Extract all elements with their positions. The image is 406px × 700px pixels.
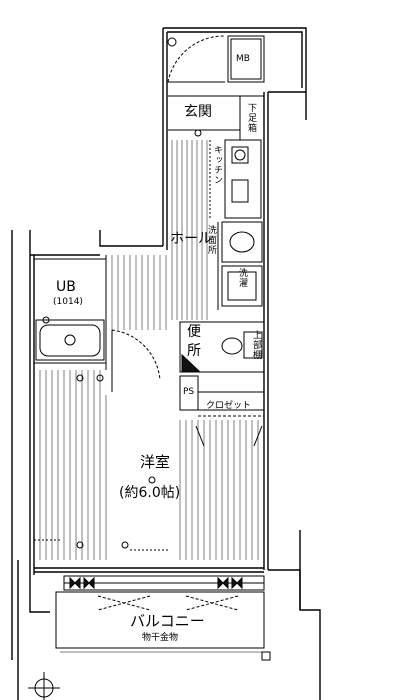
shelf-label: 上部棚 — [251, 330, 261, 360]
toilet-label-top: 便 — [187, 324, 201, 340]
laundry-pole-label: 物干金物 — [142, 633, 179, 643]
toilet-label-bottom: 所 — [187, 343, 201, 359]
western-room-flooring — [39, 370, 259, 560]
hall-label: ホール — [170, 231, 212, 247]
mb-label: MB — [236, 54, 250, 64]
washroom-label: 洗面所 — [206, 225, 216, 255]
north-compass-icon — [28, 672, 60, 700]
western-room-size-label: (約6.0帖) — [119, 485, 181, 501]
kitchen-label: キッチン — [212, 145, 222, 185]
closet-label: クロゼット — [206, 401, 252, 411]
getabako-label: 下足箱 — [246, 103, 256, 133]
room-outlets — [34, 374, 263, 551]
western-room-label: 洋室 — [140, 453, 171, 471]
ub-label: UB — [56, 279, 76, 295]
room-door — [111, 329, 161, 392]
ub-size-label: (1014) — [53, 297, 83, 307]
washroom-fixtures — [217, 221, 263, 310]
balcony-label: バルコニー — [130, 612, 205, 630]
entrance-door — [167, 35, 226, 83]
washer-label: 洗濯 — [237, 268, 247, 288]
genkan-label: 玄関 — [184, 104, 212, 120]
outer-walls — [11, 27, 321, 700]
unit-bath — [33, 255, 107, 370]
toilet-room — [179, 321, 265, 373]
kitchen-counter — [209, 139, 262, 219]
hall-flooring — [111, 140, 208, 330]
ps-closet — [179, 375, 264, 417]
mb-box — [227, 35, 265, 83]
genkan-area — [168, 95, 264, 140]
balcony-area — [55, 591, 271, 661]
balcony-window — [63, 575, 265, 591]
ps-label: PS — [183, 387, 195, 397]
